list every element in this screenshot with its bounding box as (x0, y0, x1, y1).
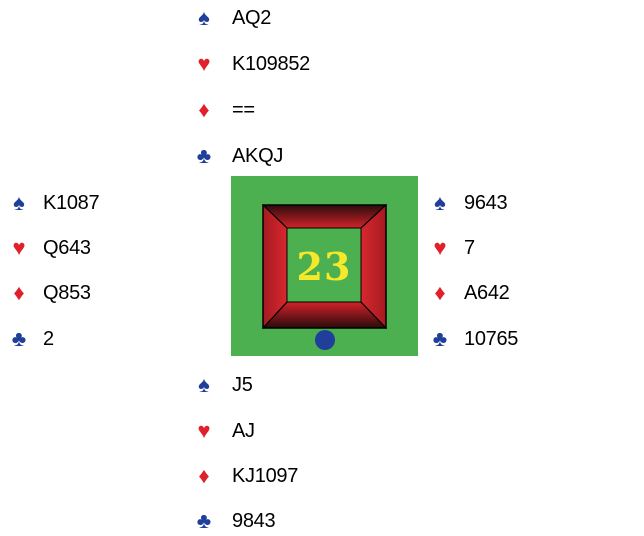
west-hearts-row: ♥ Q643 (8, 233, 91, 263)
heart-icon: ♥ (197, 51, 211, 76)
south-diamonds: KJ1097 (232, 465, 299, 487)
east-clubs-row: ♣ 10765 (429, 324, 519, 354)
south-clubs: 9843 (232, 510, 276, 532)
west-clubs-row: ♣ 2 (8, 324, 54, 354)
heart-icon: ♥ (433, 235, 447, 260)
club-icon: ♣ (432, 326, 448, 351)
spade-icon: ♠ (198, 5, 210, 30)
south-spades: J5 (232, 374, 253, 396)
diamond-icon: ♦ (434, 280, 446, 305)
west-spades: K1087 (43, 192, 100, 214)
club-icon: ♣ (196, 143, 212, 168)
spade-icon: ♠ (434, 190, 446, 215)
diamond-icon: ♦ (198, 463, 210, 488)
north-diamonds: == (232, 99, 255, 121)
east-clubs: 10765 (464, 328, 519, 350)
dealer-indicator-dot (315, 330, 335, 350)
east-diamonds: A642 (464, 282, 510, 304)
spade-icon: ♠ (198, 372, 210, 397)
west-hearts: Q643 (43, 237, 91, 259)
club-icon: ♣ (11, 326, 27, 351)
board-number: 23 (296, 243, 352, 289)
spade-icon: ♠ (13, 190, 25, 215)
heart-icon: ♥ (197, 418, 211, 443)
east-spades: 9643 (464, 192, 508, 214)
south-hearts: AJ (232, 420, 255, 442)
board-table: 23 (231, 176, 418, 356)
heart-icon: ♥ (12, 235, 26, 260)
west-clubs: 2 (43, 328, 54, 350)
north-hearts: K109852 (232, 53, 310, 75)
west-spades-row: ♠ K1087 (8, 188, 99, 218)
west-diamonds-row: ♦ Q853 (8, 278, 91, 308)
east-hearts: 7 (464, 237, 475, 259)
west-diamonds: Q853 (43, 282, 91, 304)
board-well-frame (261, 203, 388, 330)
diamond-icon: ♦ (13, 280, 25, 305)
east-diamonds-row: ♦ A642 (429, 278, 510, 308)
north-spades: AQ2 (232, 7, 272, 29)
east-spades-row: ♠ 9643 (429, 188, 507, 218)
diamond-icon: ♦ (198, 97, 210, 122)
north-clubs: AKQJ (232, 145, 284, 167)
club-icon: ♣ (196, 508, 212, 533)
east-hearts-row: ♥ 7 (429, 233, 475, 263)
